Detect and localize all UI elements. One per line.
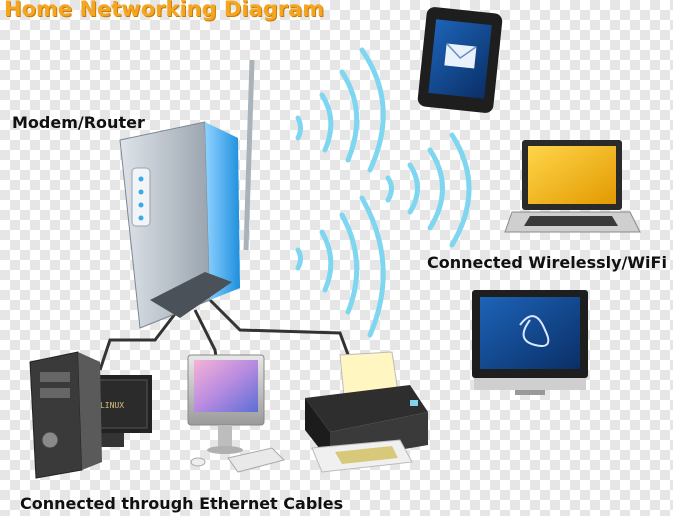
desktop-pc: LINUX <box>29 351 152 479</box>
printer <box>305 351 428 473</box>
ethernet-label: Connected through Ethernet Cables <box>20 494 344 513</box>
diagram-title: Home Networking Diagram <box>4 0 325 21</box>
keyboard <box>227 447 285 473</box>
router-led <box>138 202 144 208</box>
cable-to-pc <box>98 309 180 371</box>
router-stand <box>150 272 232 318</box>
mail-icon <box>444 43 477 69</box>
tv <box>472 290 588 395</box>
wifi-waves <box>295 47 472 338</box>
router-label: Modem/Router <box>12 113 145 132</box>
router-antenna <box>243 59 255 251</box>
imac <box>187 354 285 473</box>
router <box>119 59 255 329</box>
tablet <box>417 7 503 113</box>
cable-to-printer <box>208 298 352 361</box>
router-led-panel <box>131 167 151 227</box>
mouse <box>190 457 206 467</box>
monitor-brand: LINUX <box>100 401 124 410</box>
router-led <box>138 189 144 195</box>
router-led <box>138 215 144 221</box>
wireless-label: Connected Wirelessly/WiFi <box>427 253 667 272</box>
laptop <box>504 140 641 233</box>
router-side-light <box>205 122 240 300</box>
router-led <box>138 176 144 182</box>
